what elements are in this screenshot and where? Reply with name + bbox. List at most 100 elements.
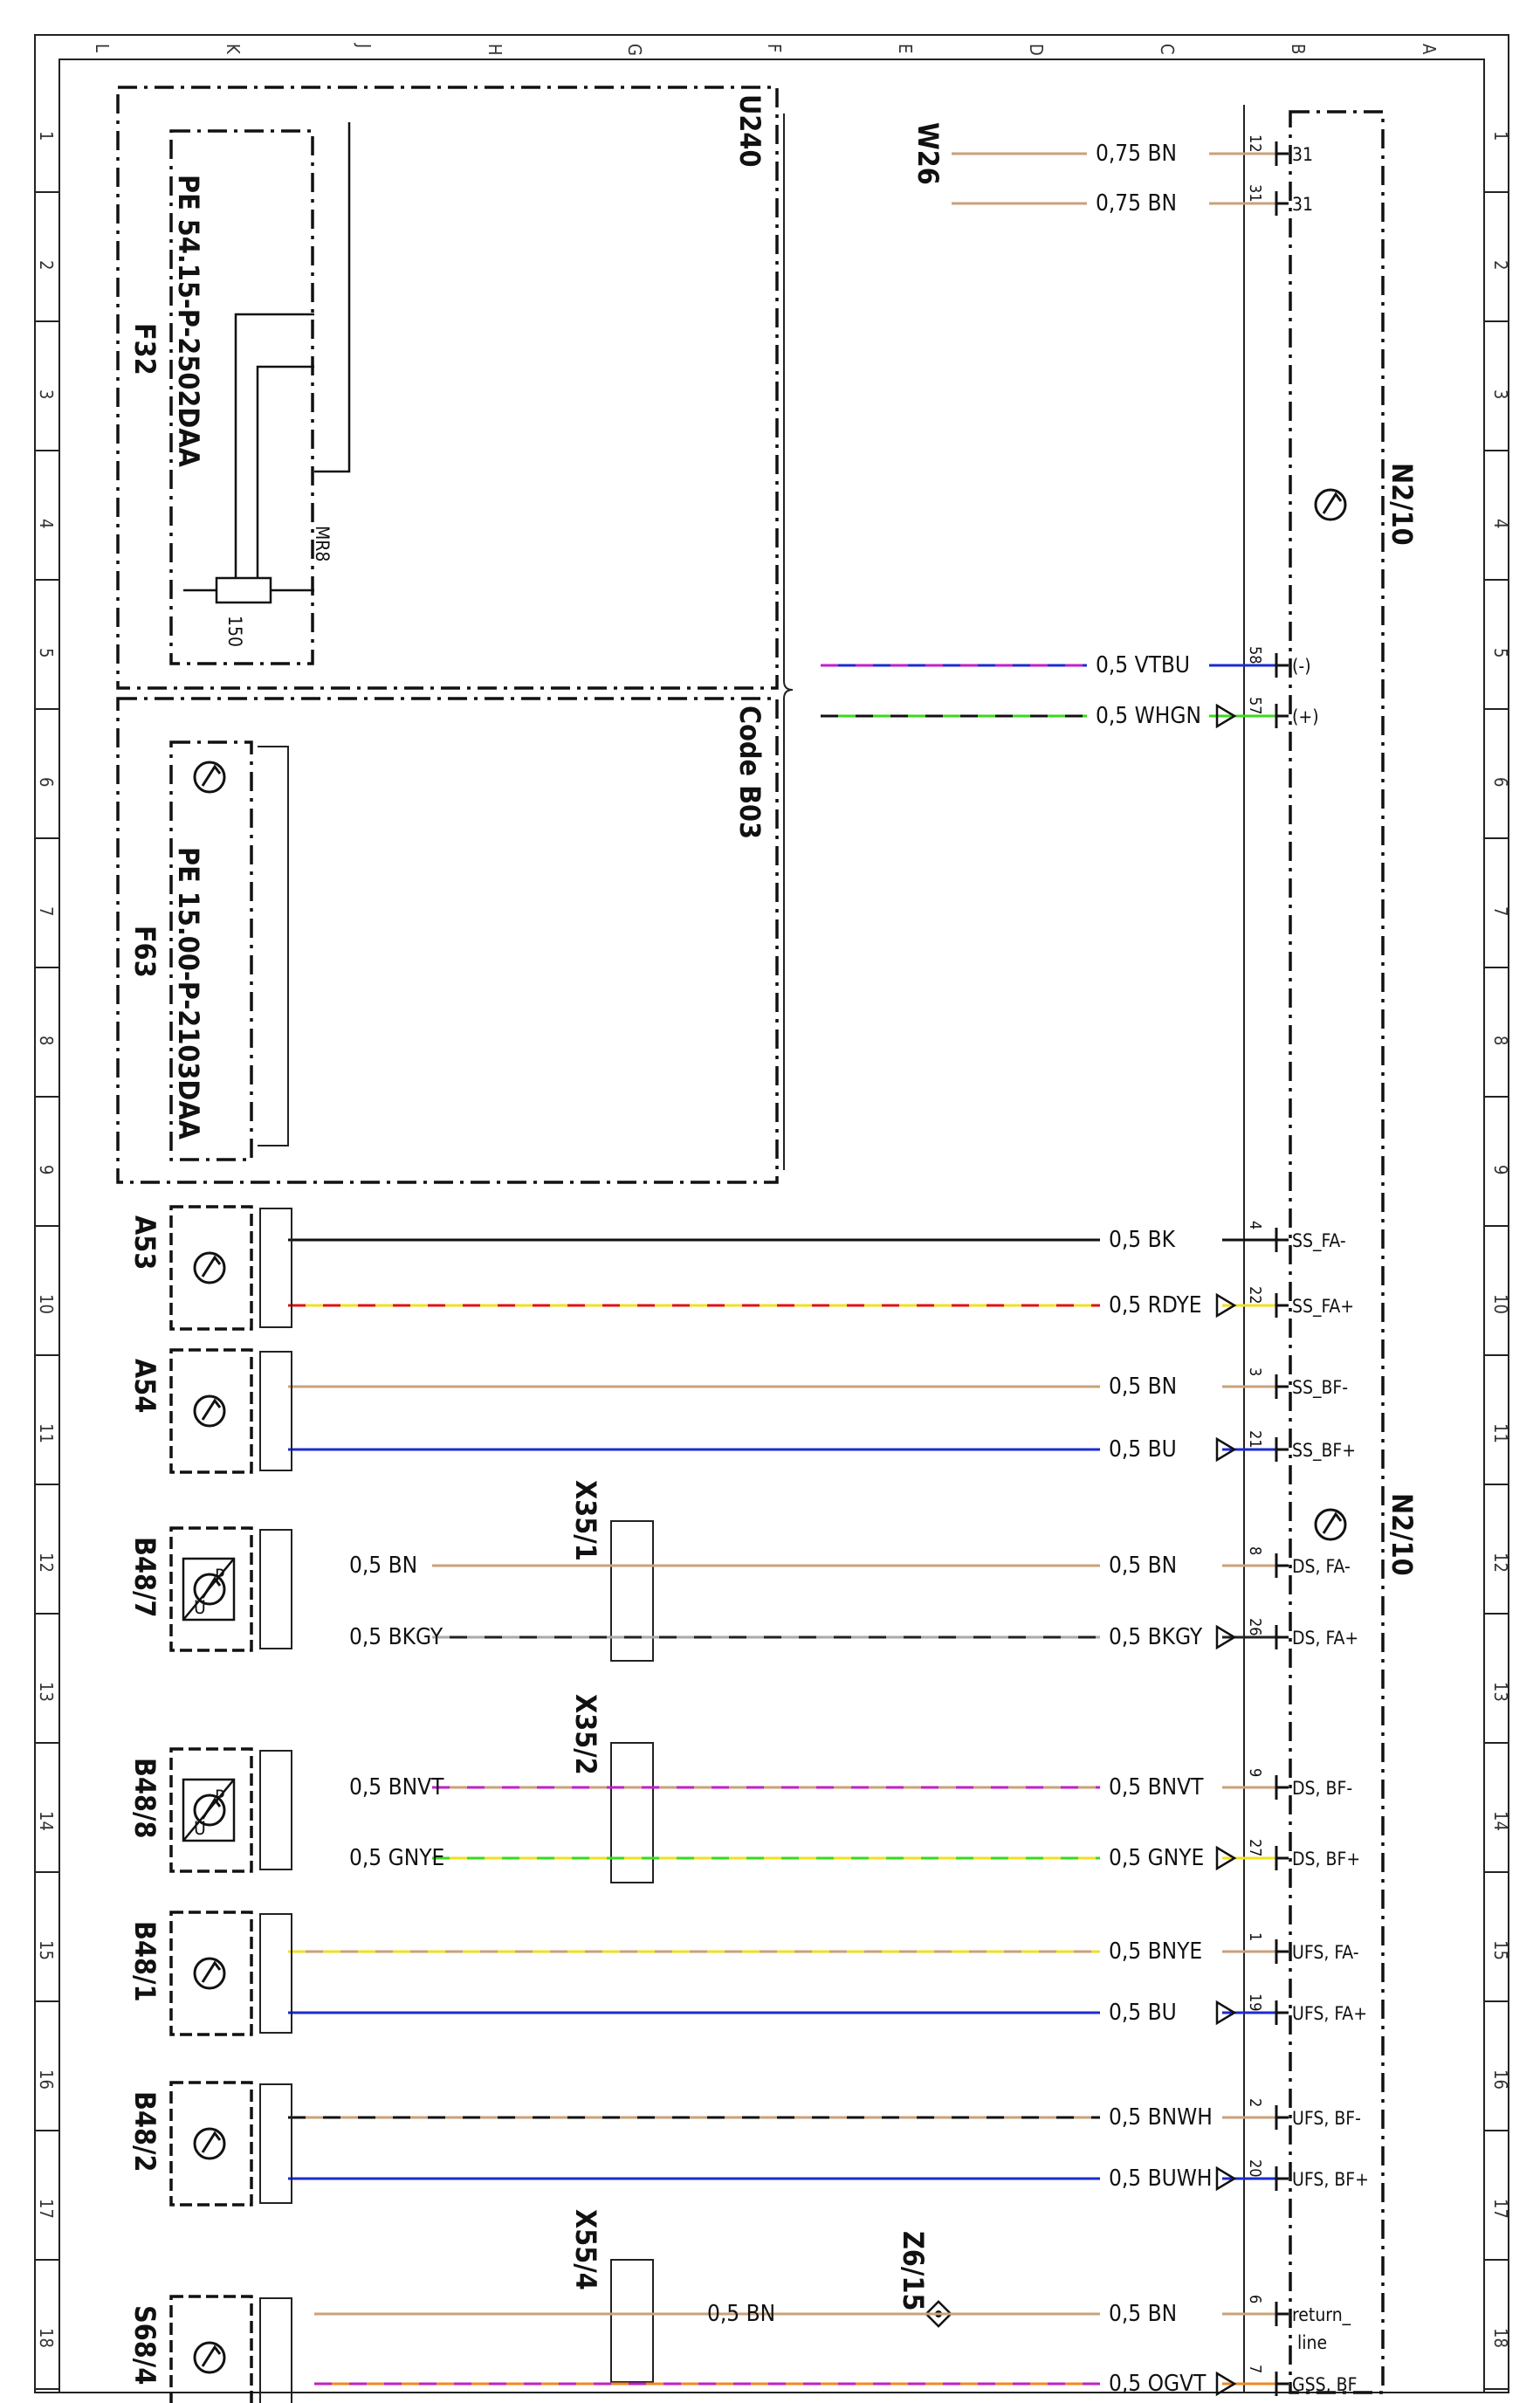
sensor-label: B48/8 [128, 1758, 162, 1839]
grid-col-label: E [895, 44, 916, 53]
pin-terminal [1275, 1553, 1289, 1578]
sensor-icon-circle [193, 1957, 226, 1990]
signal-name: UFS, BF+ [1292, 2169, 1369, 2190]
grid-col-label: J [354, 43, 375, 48]
sensor-connector [259, 1208, 292, 1328]
pressure-sensor-diagonal [182, 1779, 235, 1842]
sensor-icon-circle [193, 2127, 226, 2160]
grid-row-label: 13 [1490, 1682, 1511, 1702]
sensor-box [169, 1747, 253, 1873]
local-wire-label: 0,5 GNYE [349, 1845, 444, 1871]
sensor-icon-circle [193, 1251, 226, 1284]
f32-label: F32 [128, 323, 162, 375]
grid-row-label: 14 [1490, 1811, 1511, 1831]
n2-10-label-bottom: N2/10 [1385, 1493, 1419, 1576]
grid-row-label: 18 [36, 2328, 57, 2348]
sensor-box [169, 2081, 253, 2207]
grid-row-label: 11 [36, 1423, 57, 1443]
signal-name: DS, BF+ [1292, 1849, 1360, 1869]
pin-number: 7 [1246, 2365, 1264, 2373]
sensor-icon [193, 1957, 226, 1990]
pressure-sensor-u: U [194, 1597, 206, 1618]
arrow-icon [1215, 1624, 1237, 1650]
grid-row-label: 8 [36, 1036, 57, 1045]
signal-name: UFS, FA+ [1292, 2003, 1367, 2024]
grid-row-label: 9 [36, 1165, 57, 1174]
sensor-icon-arrow [201, 2131, 222, 2153]
pin-terminal [1275, 2372, 1289, 2396]
x35-2-label: X35/2 [569, 1694, 602, 1775]
pin-number: 6 [1246, 2295, 1264, 2303]
arrow-icon [1215, 1845, 1237, 1871]
signal-name: 31 [1292, 194, 1313, 215]
pressure-sensor-symbol [182, 1778, 236, 1842]
pin-number: 1 [1246, 1932, 1264, 1941]
local-wire-label: 0,5 BN [349, 1553, 417, 1579]
pressure-sensor-symbol [182, 1557, 236, 1622]
pin-terminal [1275, 2105, 1289, 2130]
pressure-sensor-u: U [194, 1818, 206, 1839]
pin-terminal [1275, 1374, 1289, 1399]
signal-name: SS_BF+ [1292, 1440, 1356, 1462]
sensor-label: A53 [128, 1215, 162, 1270]
pin-terminal [1275, 2302, 1289, 2326]
grid-row-label: 7 [1490, 906, 1511, 916]
wire-label: 0,5 GNYE [1109, 1845, 1204, 1871]
signal-name: UFS, BF- [1292, 2108, 1361, 2129]
wire-label: 0,75 BN [1096, 190, 1177, 217]
local-wire-label: 0,5 BN [707, 2301, 775, 2327]
grid-row-label: 1 [36, 131, 57, 141]
sensor-label: B48/1 [128, 1921, 162, 2002]
x35-1-label: X35/1 [569, 1480, 602, 1561]
grid-row-label: 12 [1490, 1553, 1511, 1573]
grid-col-label: A [1419, 44, 1440, 55]
grid-col-label: F [764, 44, 785, 52]
grid-col-label: K [223, 44, 244, 55]
grid-row-label: 4 [1490, 519, 1511, 528]
outer-frame [34, 34, 1509, 2393]
grid-col-label: G [624, 44, 645, 56]
pin-number: 27 [1246, 1839, 1264, 1857]
wire-label: 0,5 RDYE [1109, 1292, 1202, 1319]
sensor-label: B48/2 [128, 2091, 162, 2172]
wire-label: 0,5 BU [1109, 1436, 1177, 1463]
signal-name: SS_FA- [1292, 1230, 1346, 1252]
sensor-connector [259, 1913, 292, 2034]
arrow-icon [1215, 703, 1237, 729]
n2-10-module-box [1289, 110, 1385, 2394]
f32-pe-label: PE 54.15-P-2502DAA [172, 175, 205, 468]
sensor-icon-arrow [201, 1398, 222, 1421]
arrow-icon [1215, 2000, 1237, 2026]
signal-name: DS, FA+ [1292, 1628, 1358, 1649]
grid-col-label: D [1026, 44, 1047, 56]
local-wire-label: 0,5 BKGY [349, 1624, 443, 1650]
sensor-connector [259, 1529, 292, 1649]
sensor-connector [259, 1351, 292, 1471]
sensor-box [169, 1911, 253, 2036]
wire-label: 0,5 BUWH [1109, 2165, 1213, 2192]
sensor-connector [259, 1750, 292, 1870]
wire-label: 0,5 BNVT [1109, 1774, 1204, 1801]
wire-label: 0,5 VTBU [1096, 652, 1190, 678]
pin-number: 2 [1246, 2098, 1264, 2107]
w26-label: W26 [911, 122, 945, 185]
grid-row-label: 18 [1490, 2328, 1511, 2348]
x35-2-connector [610, 1742, 654, 1883]
sensor-box [169, 1526, 253, 1652]
wire-label: 0,5 BN [1109, 1374, 1177, 1400]
f32-box [169, 129, 314, 665]
wire-label: 0,5 BN [1109, 2301, 1177, 2327]
signal-name: SS_BF- [1292, 1377, 1348, 1399]
sensor-icon-arrow [201, 1960, 222, 1983]
sensor-icon [193, 1251, 226, 1284]
pin-number: 4 [1246, 1221, 1264, 1229]
grid-row-label: 1 [1490, 131, 1511, 141]
grid-row-label: 3 [36, 389, 57, 399]
signal-name: 31 [1292, 144, 1313, 165]
x55-4-connector [610, 2259, 654, 2383]
pin-number: 20 [1246, 2159, 1264, 2178]
